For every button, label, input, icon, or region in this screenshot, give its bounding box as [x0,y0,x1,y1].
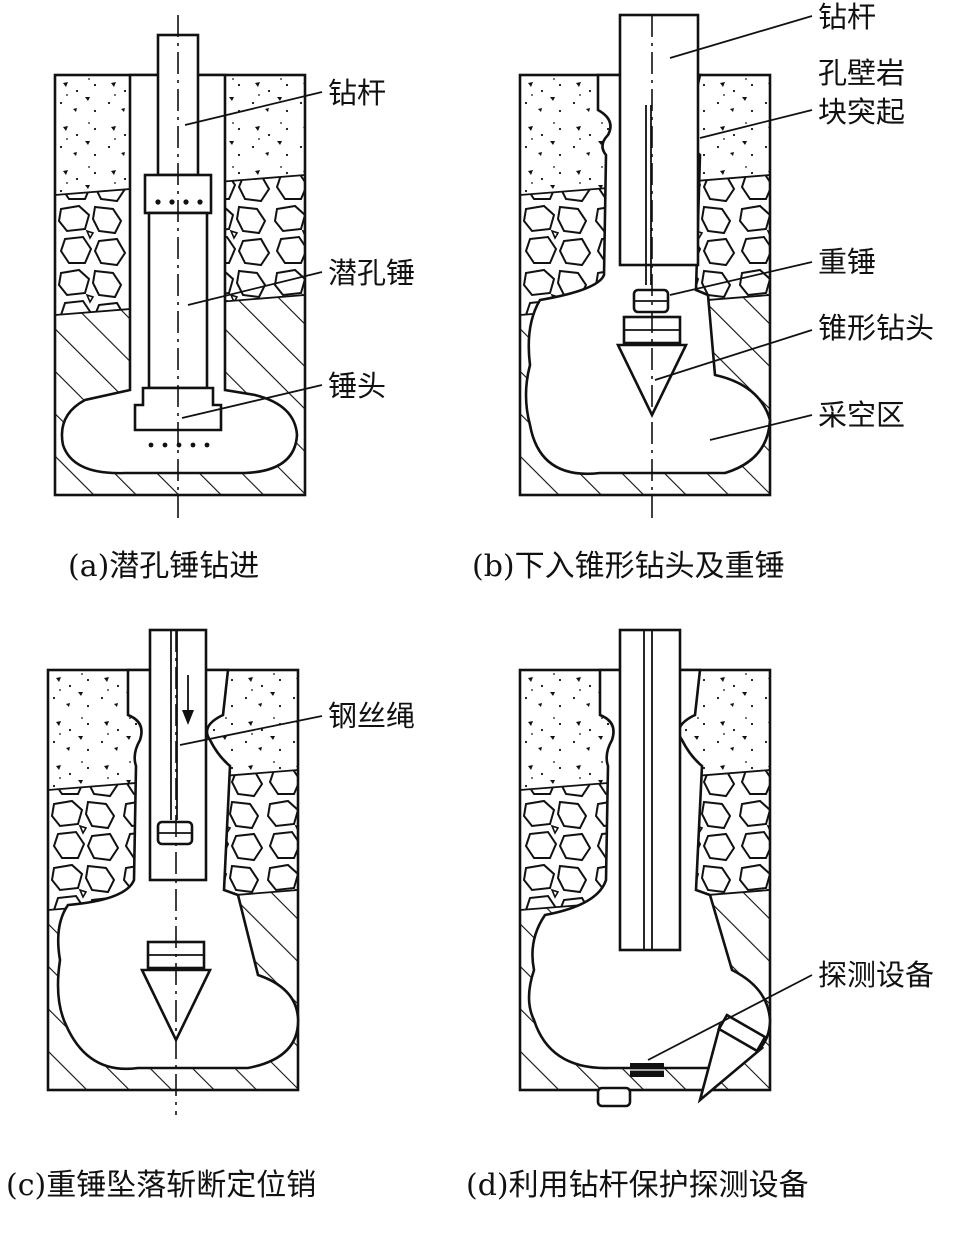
label-dth-hammer-a: 潜孔锤 [328,256,415,290]
drill-rod-b [618,13,700,267]
label-cone-bit-b: 锥形钻头 [818,311,934,345]
drill-rod-d [618,628,682,952]
panel-d [518,628,772,1108]
hammer-head-a [133,386,223,432]
label-rock-protrusion-2: 块突起 [818,95,905,129]
fallen-weight-d [596,1086,632,1108]
caption-c: (c)重锤坠落斩断定位销 [6,1168,316,1203]
panel-a [53,15,307,520]
label-goaf-b: 采空区 [818,398,905,432]
label-detector-d: 探测设备 [818,958,934,992]
label-weight-b: 重锤 [818,245,876,279]
label-wire-rope-c: 钢丝绳 [328,699,415,733]
label-drill-rod-a: 钻杆 [328,76,386,110]
label-drill-rod-b: 钻杆 [818,0,876,34]
label-rock-protrusion-1: 孔壁岩 [818,56,905,90]
panel-b [518,13,772,520]
label-hammer-head-a: 锤头 [328,369,386,403]
panel-c [46,628,300,1115]
caption-a: (a)潜孔锤钻进 [68,549,259,584]
caption-d: (d)利用钻杆保护探测设备 [466,1168,809,1203]
cone-bit-b [615,343,689,418]
caption-b: (b)下入锥形钻头及重锤 [472,549,785,584]
